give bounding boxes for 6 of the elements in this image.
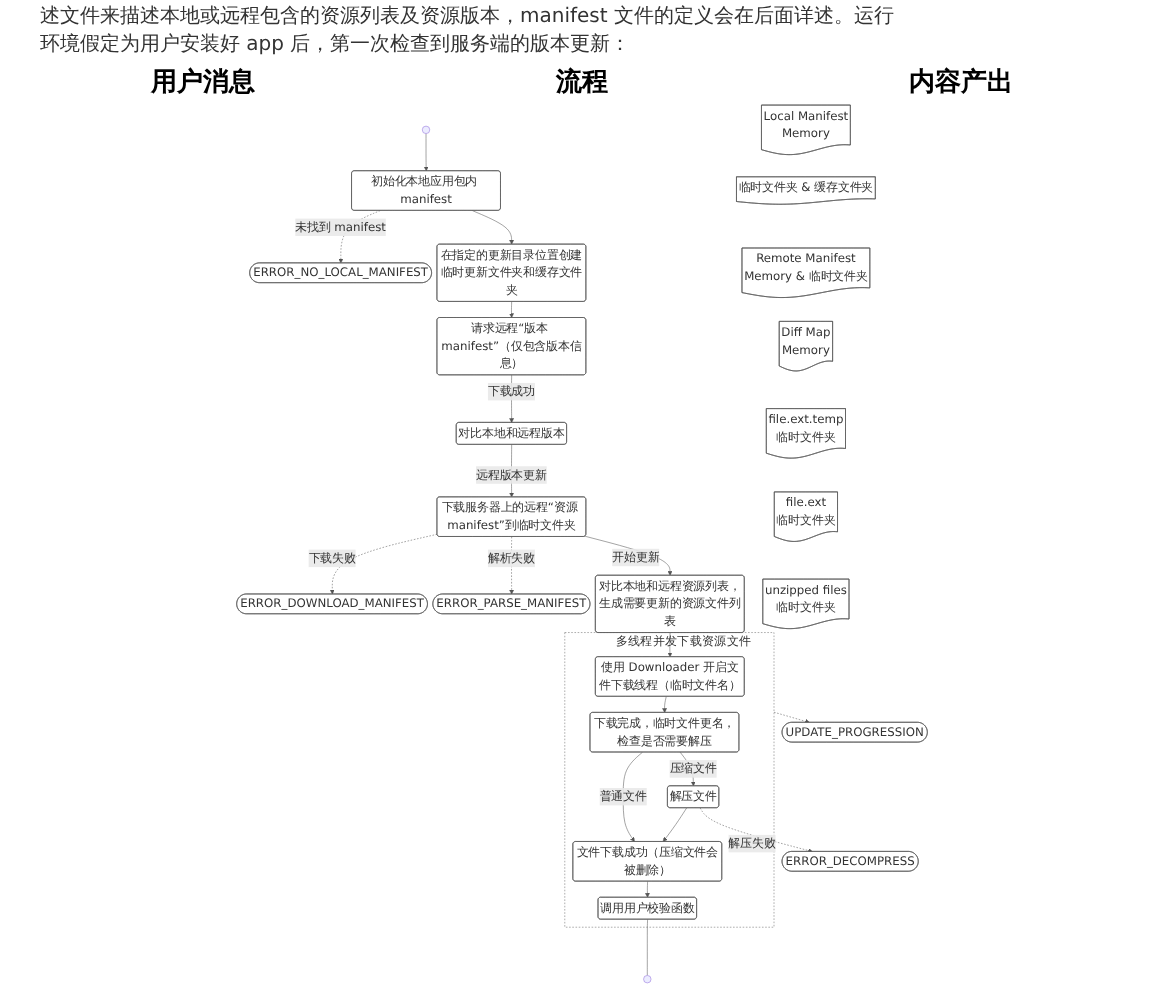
- paragraph-text: 述文件来描述本地或远程包含的资源列表及资源版本，manifest 文件的定义会在后面详述。运行: [40, 4, 896, 32]
- paragraph-text: 环境假定为用户安装好 app 后，第一次检查到服务端的版本更新：: [40, 32, 633, 60]
- column-heading: 用户消息: [150, 65, 255, 100]
- node-circle: [422, 125, 431, 134]
- column-heading: 内容产出: [909, 65, 1014, 100]
- column-heading: 流程: [555, 65, 608, 100]
